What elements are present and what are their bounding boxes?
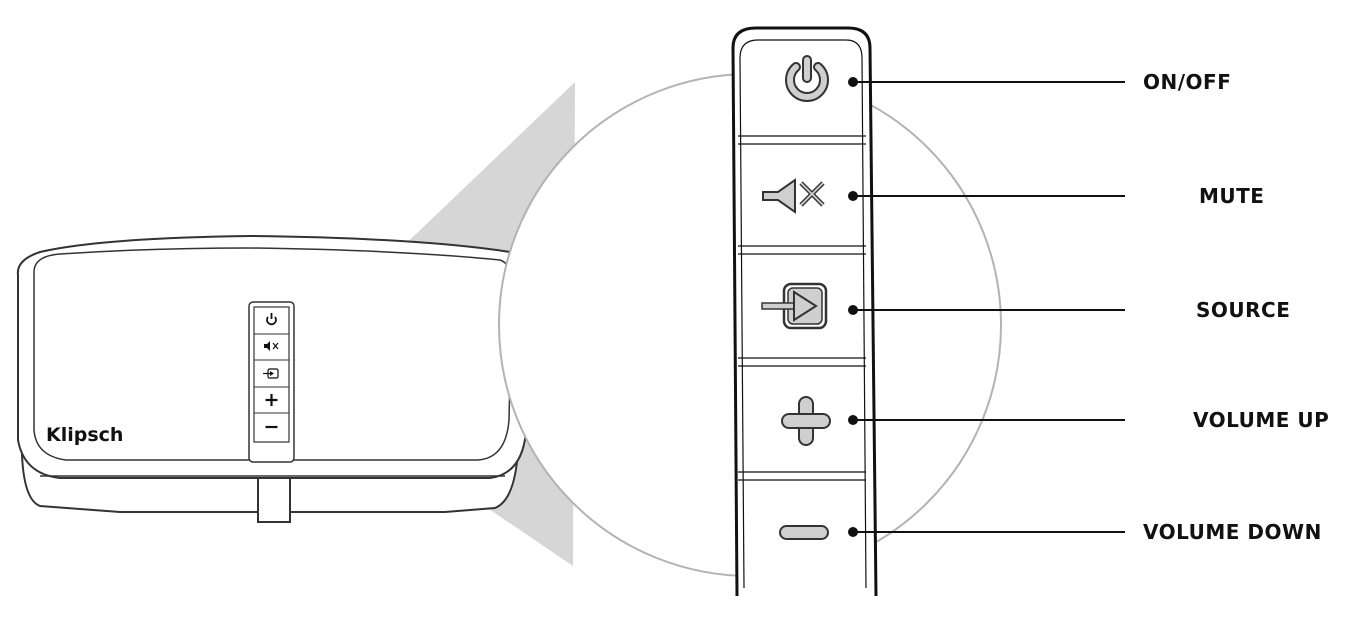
callout-mute: MUTE [1199,184,1265,208]
small-source-icon [263,368,279,379]
leader-lines [853,81,1125,533]
leader-dot-power [848,77,858,87]
plus-icon[interactable] [781,396,831,446]
mute-icon[interactable] [762,178,825,214]
small-mute-icon [264,341,279,351]
brand-logo: Klipsch [46,424,123,446]
callout-on-off: ON/OFF [1143,70,1232,94]
callout-source: SOURCE [1196,298,1291,322]
speaker-device: Klipsch [16,234,530,523]
leader-dot-volume-down [848,527,858,537]
leader-dot-mute [848,191,858,201]
leader-dot-volume-up [848,415,858,425]
leader-dots [848,77,858,537]
minus-icon[interactable] [779,525,829,540]
callout-volume-down: VOLUME DOWN [1143,520,1322,544]
power-icon[interactable] [785,55,829,102]
small-plus-icon [265,394,278,406]
source-input-icon[interactable] [761,282,828,330]
small-power-icon [266,313,277,326]
magnified-control-panel [731,26,878,597]
speaker-front-notch [257,477,291,523]
callout-volume-up: VOLUME UP [1193,408,1330,432]
leader-dot-source [848,305,858,315]
